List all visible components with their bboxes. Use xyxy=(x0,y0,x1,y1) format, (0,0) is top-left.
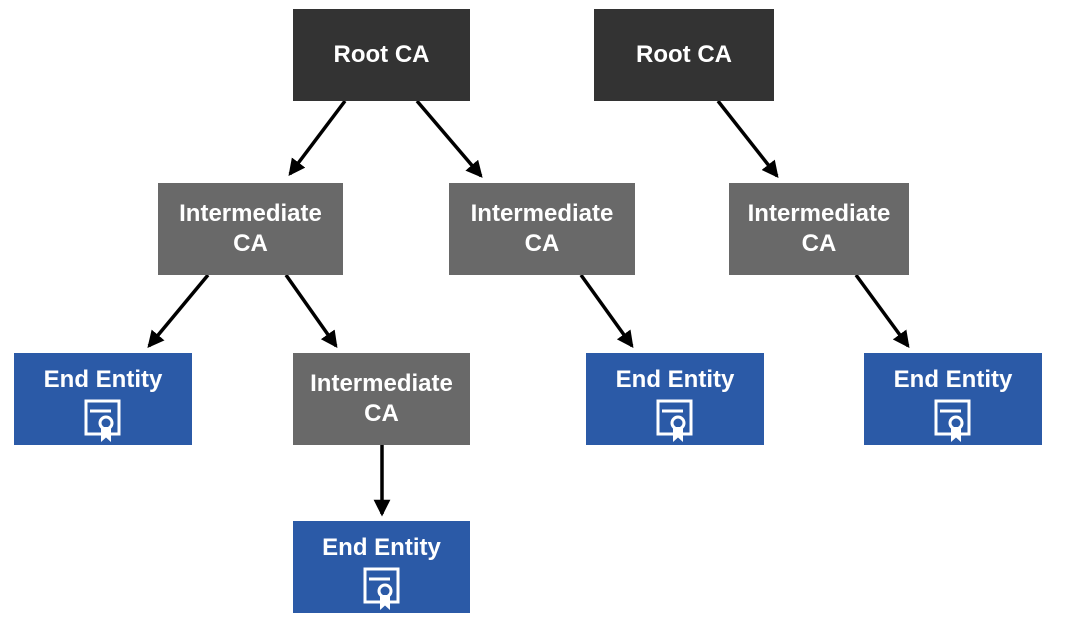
node-root-ca-1: Root CA xyxy=(293,9,470,101)
node-end-entity-1: End Entity xyxy=(14,353,192,445)
node-label: End Entity xyxy=(615,366,735,393)
node-label: Root CA xyxy=(636,41,732,68)
node-intermediate-ca-2: Intermediate CA xyxy=(449,183,635,275)
edge-int3-ee3 xyxy=(854,273,910,349)
node-label: End Entity xyxy=(893,366,1013,393)
edge-int1-ee1 xyxy=(147,273,210,348)
node-intermediate-ca-4: Intermediate CA xyxy=(293,353,470,445)
node-end-entity-2: End Entity xyxy=(586,353,764,445)
certificate-icon xyxy=(84,399,121,442)
node-label: Intermediate CA xyxy=(179,200,322,257)
node-end-entity-3: End Entity xyxy=(864,353,1042,445)
node-intermediate-ca-3: Intermediate CA xyxy=(729,183,909,275)
certificate-icon xyxy=(363,567,399,610)
node-label: Intermediate CA xyxy=(310,370,453,427)
edge-root1-int1 xyxy=(288,99,347,177)
node-label: Intermediate CA xyxy=(470,200,614,257)
certificate-icon xyxy=(934,399,971,442)
node-label: Root CA xyxy=(333,41,430,68)
certificate-icon xyxy=(656,399,693,442)
node-root-ca-2: Root CA xyxy=(594,9,774,101)
edge-int1-int4 xyxy=(284,273,338,349)
edge-int2-ee2 xyxy=(579,273,634,349)
edge-root1-int2 xyxy=(415,99,483,178)
node-end-entity-4: End Entity xyxy=(293,521,470,613)
node-label: Intermediate CA xyxy=(747,200,891,257)
node-label: End Entity xyxy=(43,366,163,393)
node-intermediate-ca-1: Intermediate CA xyxy=(158,183,343,275)
node-label: End Entity xyxy=(322,534,441,561)
edge-root2-int3 xyxy=(716,99,779,178)
